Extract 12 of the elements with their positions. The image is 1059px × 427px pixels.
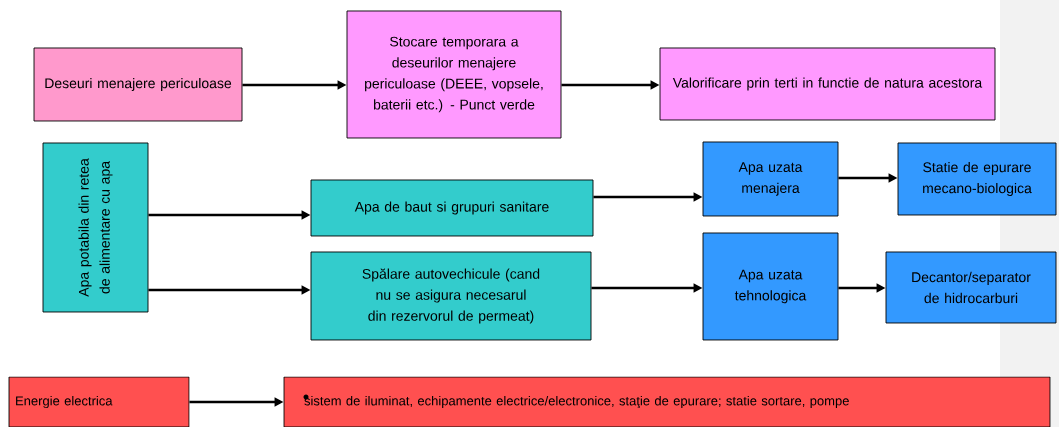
process-box: Decantor/separator de hidrocarburi	[885, 251, 1057, 324]
list-box: sistem de iluminat, echipamente electrice/electronice, staţie de epurare; statie sortare, pompe	[283, 376, 1051, 427]
process-box: Valorificare prin terti in functie de natura acestora	[659, 47, 996, 121]
process-box: Statie de epurare mecano-biologica	[897, 142, 1057, 216]
source-box: Apa potabila din retea de alimentare cu apa	[42, 142, 149, 313]
source-box: Energie electrica	[8, 376, 190, 427]
process-box: Apa uzata menajera	[702, 141, 839, 217]
process-box: Stocare temporara a deseurilor menajere periculoase (DEEE, vopsele, baterii etc.) - Punct verde	[346, 10, 562, 139]
process-box: Apa uzata tehnologica	[702, 232, 839, 341]
process-box: Spălare autovechicule (cand nu se asigura necesarul din rezervorul de permeat)	[310, 251, 592, 341]
process-box: Deseuri menajere periculoase	[33, 47, 243, 122]
process-box: Apa de baut si grupuri sanitare	[310, 179, 594, 237]
